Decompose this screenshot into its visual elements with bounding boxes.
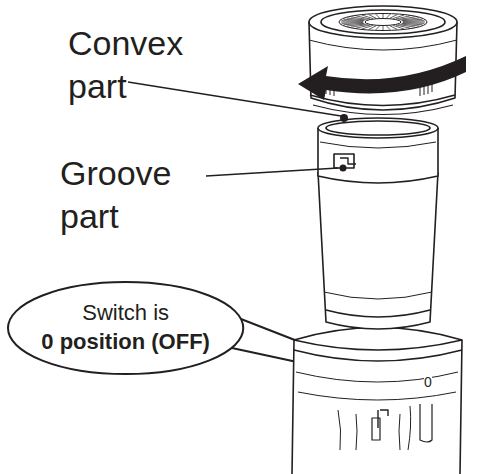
blade-stroke <box>383 26 384 30</box>
shaver-grip <box>292 328 462 474</box>
blade-stroke <box>403 22 425 23</box>
callout-outline <box>6 280 245 376</box>
convex-part <box>340 114 348 122</box>
blade-stroke <box>342 20 364 22</box>
shaver-collar <box>318 118 438 183</box>
shaver-head <box>298 6 466 122</box>
blade-stroke <box>403 20 425 22</box>
blade-stroke <box>386 14 390 18</box>
leader-line <box>128 82 341 116</box>
blade-stroke <box>369 14 377 18</box>
blade-stroke <box>342 22 364 24</box>
blade-stroke <box>383 14 384 18</box>
switch-marking: 0 <box>424 374 432 392</box>
blade-stroke <box>341 22 363 23</box>
part-label: Convex part <box>68 22 183 107</box>
blade-stroke <box>403 22 425 24</box>
blade-stroke <box>376 14 380 18</box>
groove-part <box>334 154 356 172</box>
blade-stroke <box>376 26 380 30</box>
callout-text: Switch is <box>82 299 169 328</box>
callout-ellipse <box>8 282 243 374</box>
blade-stroke <box>356 16 370 19</box>
blade-stroke <box>396 25 410 28</box>
shaver-body <box>318 172 438 329</box>
rotation-arrow <box>298 56 466 100</box>
callout-bubble: Switch is0 position (OFF) <box>6 280 245 376</box>
blade-stroke <box>390 26 398 30</box>
part-label: Groove part <box>60 152 172 237</box>
callout-text: 0 position (OFF) <box>41 328 210 357</box>
leader-line <box>206 168 338 176</box>
blade-stroke <box>386 26 390 30</box>
